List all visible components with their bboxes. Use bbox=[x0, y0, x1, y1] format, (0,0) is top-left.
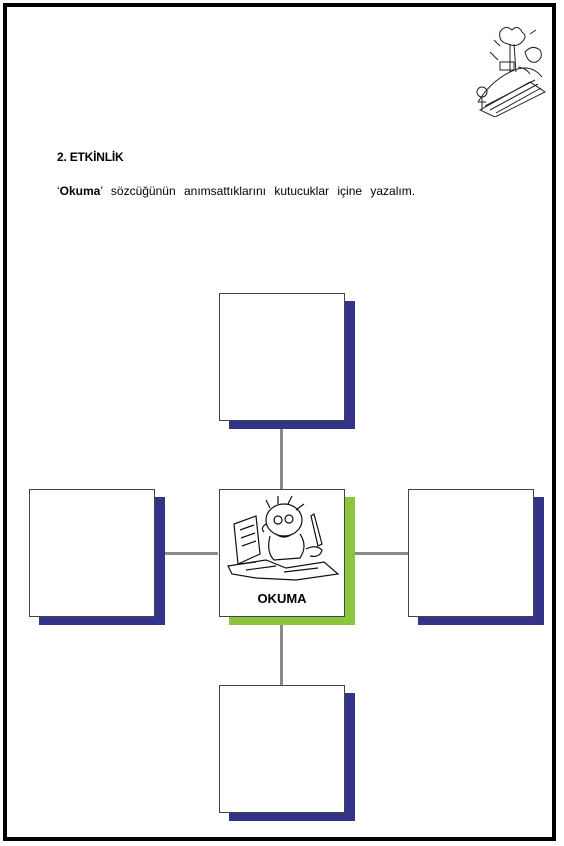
center-box: OKUMA bbox=[219, 489, 345, 617]
instruction-rest: ’ sözcüğünün anımsattıklarını kutucuklar… bbox=[100, 184, 415, 198]
answer-box-top[interactable] bbox=[219, 293, 345, 421]
reading-person-icon bbox=[226, 494, 340, 586]
instruction-text: ‘Okuma’ sözcüğünün anımsattıklarını kutu… bbox=[57, 184, 415, 198]
answer-box-bottom[interactable] bbox=[219, 685, 345, 813]
connector-bottom bbox=[280, 624, 283, 686]
reading-tree-illustration-icon bbox=[470, 22, 550, 117]
answer-box-right[interactable] bbox=[408, 489, 534, 617]
connector-top bbox=[280, 420, 283, 495]
center-box-label: OKUMA bbox=[220, 591, 344, 606]
instruction-keyword: Okuma bbox=[60, 184, 101, 198]
activity-title: 2. ETKİNLİK bbox=[57, 150, 123, 164]
answer-box-left[interactable] bbox=[29, 489, 155, 617]
